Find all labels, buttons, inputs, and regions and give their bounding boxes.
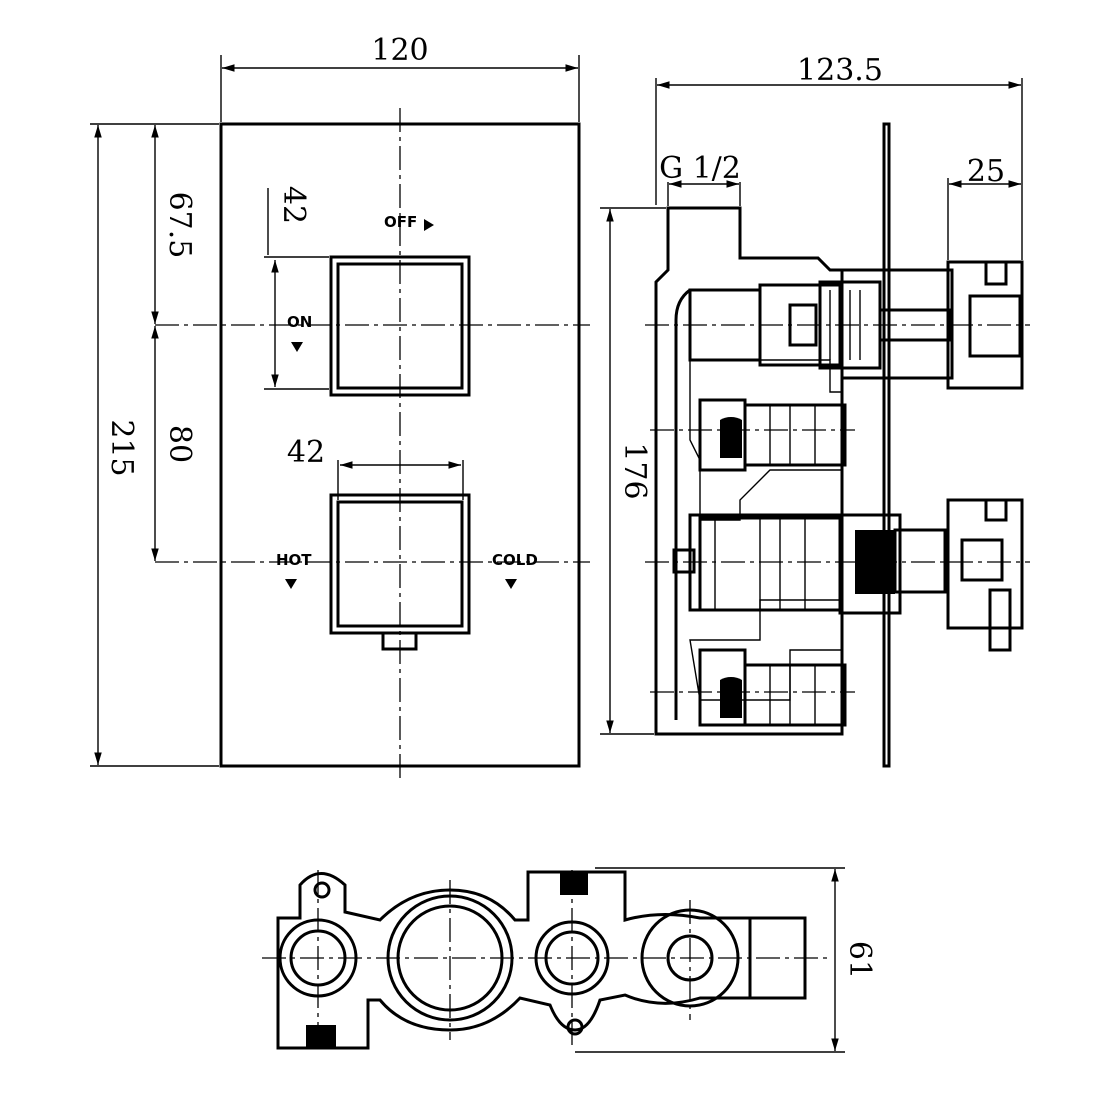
svg-text:67.5: 67.5 [162, 192, 197, 259]
svg-text:215: 215 [104, 419, 139, 476]
marker-block-bottom [306, 1025, 336, 1047]
label-cold: COLD [492, 551, 538, 569]
triangle-down-icon [285, 579, 297, 589]
svg-text:G 1/2: G 1/2 [659, 151, 741, 186]
dim-body-depth: 61 [575, 867, 877, 1053]
svg-text:61: 61 [842, 941, 877, 979]
dim-lower-knob: 42 [287, 435, 464, 500]
triangle-down-icon [291, 342, 303, 352]
svg-text:25: 25 [967, 154, 1005, 189]
svg-text:176: 176 [617, 442, 652, 499]
knob-indicator-tab [381, 631, 418, 651]
dim-on-to-hot: 80 [151, 326, 197, 561]
front-view: OFF ON HOT COLD 120 215 67.5 80 [90, 33, 590, 780]
mount-hole-bottom [566, 1018, 584, 1036]
label-hot: HOT [276, 551, 312, 569]
dim-thread: G 1/2 [659, 151, 741, 206]
triangle-right-icon [424, 219, 434, 231]
svg-text:42: 42 [287, 435, 325, 470]
dim-upper-knob: 42 [264, 186, 329, 390]
svg-text:80: 80 [162, 425, 197, 463]
svg-text:42: 42 [276, 186, 311, 224]
lower-knob [329, 493, 471, 651]
side-section-view: 123.5 176 G 1/2 25 [600, 53, 1030, 768]
label-off: OFF [384, 213, 417, 231]
upper-check-valve [720, 403, 847, 467]
dim-side-depth: 123.5 [655, 53, 1023, 260]
svg-text:123.5: 123.5 [797, 53, 883, 88]
valve-body-outline [654, 206, 844, 736]
label-on: ON [287, 313, 312, 331]
bottom-view: 61 [262, 867, 877, 1053]
dim-front-height: 215 [90, 123, 219, 767]
triangle-down-icon [505, 579, 517, 589]
upper-knob [329, 255, 471, 397]
marker-block-top [560, 873, 588, 895]
lower-cartridge [698, 498, 1024, 652]
body-bottom-outline [276, 870, 807, 1050]
lower-check-valve [720, 663, 847, 727]
mount-hole-top [313, 881, 331, 899]
dim-front-width: 120 [220, 33, 580, 122]
dim-top-to-on: 67.5 [151, 125, 197, 324]
dim-knob-depth: 25 [947, 154, 1021, 260]
svg-text:120: 120 [371, 33, 428, 68]
wall-plate [882, 122, 891, 768]
dim-side-height: 176 [600, 207, 666, 735]
